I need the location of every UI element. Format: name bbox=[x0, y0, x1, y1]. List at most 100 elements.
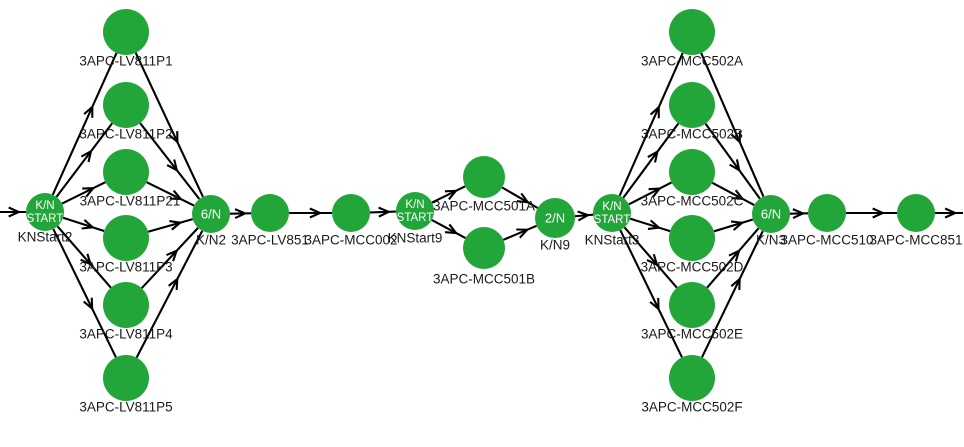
edge-knstart3-to-mcc502a-arrow-icon bbox=[649, 104, 660, 119]
edge-lv811p5-to-kn2 bbox=[135, 230, 204, 359]
node-kn9-circle[interactable] bbox=[535, 198, 575, 238]
node-mcc502a-circle[interactable] bbox=[669, 9, 715, 55]
node-lv811p3-circle[interactable] bbox=[103, 215, 149, 261]
edge-lv811p1-to-kn2-arrow-icon bbox=[168, 131, 179, 145]
node-mcc502b[interactable] bbox=[669, 82, 715, 128]
node-lv851-circle[interactable] bbox=[251, 194, 289, 232]
node-mcc851[interactable] bbox=[897, 194, 935, 232]
node-mcc502b-label: 3APC-MCC502B bbox=[641, 127, 743, 142]
node-kn2[interactable]: 6/N bbox=[192, 195, 230, 233]
edge-lv811p1-to-kn2-line bbox=[134, 52, 204, 198]
node-mcc502d[interactable] bbox=[669, 215, 715, 261]
node-mcc510-circle[interactable] bbox=[808, 194, 846, 232]
node-mcc002-circle[interactable] bbox=[332, 194, 370, 232]
edge-knstart3-to-mcc502b-line bbox=[622, 122, 680, 199]
node-lv811p4[interactable] bbox=[103, 282, 149, 328]
node-lv811p5-label: 3APC-LV811P5 bbox=[79, 400, 172, 415]
node-kn9[interactable]: 2/N bbox=[535, 198, 575, 238]
node-kn3[interactable]: 6/N bbox=[752, 195, 790, 233]
node-mcc510[interactable] bbox=[808, 194, 846, 232]
edge-kn3-to-mcc510-arrow-icon bbox=[792, 208, 806, 220]
node-mcc501b-circle[interactable] bbox=[463, 227, 505, 269]
node-lv811p21[interactable] bbox=[103, 149, 149, 195]
node-mcc502c[interactable] bbox=[669, 149, 715, 195]
edge-knstart3-to-mcc502b-arrow-icon bbox=[647, 149, 659, 163]
node-mcc002[interactable] bbox=[332, 194, 370, 232]
edge-mcc002-to-knstart9 bbox=[369, 206, 397, 218]
edge-knstart2-to-lv811p1 bbox=[51, 52, 118, 196]
node-mcc501a[interactable] bbox=[463, 156, 505, 198]
node-mcc502f-circle[interactable] bbox=[669, 355, 715, 401]
node-knstart2-circle[interactable] bbox=[26, 193, 64, 231]
node-mcc502d-circle[interactable] bbox=[669, 215, 715, 261]
node-mcc502b-circle[interactable] bbox=[669, 82, 715, 128]
node-mcc851-circle[interactable] bbox=[897, 194, 935, 232]
edge-knstart3-to-mcc502a-line bbox=[618, 52, 684, 197]
node-kn3-circle[interactable] bbox=[752, 195, 790, 233]
node-knstart9-circle[interactable] bbox=[396, 192, 434, 230]
edge-__left_edge__-to-knstart2-arrow-icon bbox=[8, 206, 22, 218]
node-mcc502c-circle[interactable] bbox=[669, 149, 715, 195]
node-kn2-circle[interactable] bbox=[192, 195, 230, 233]
edge-mcc501a-to-kn9 bbox=[501, 186, 539, 209]
node-mcc502a[interactable] bbox=[669, 9, 715, 55]
node-knstart3-circle[interactable] bbox=[593, 194, 631, 232]
edge-knstart3-to-mcc502e-line bbox=[623, 226, 678, 289]
edge-mcc502b-to-kn3-line bbox=[704, 123, 761, 200]
edge-knstart2-to-lv811p21 bbox=[61, 181, 106, 205]
edge-knstart3-to-mcc502f bbox=[619, 229, 683, 358]
node-lv811p21-circle[interactable] bbox=[103, 149, 149, 195]
edge-lv811p4-to-kn2-line bbox=[140, 227, 199, 289]
node-lv811p1-circle[interactable] bbox=[103, 9, 149, 55]
edge-kn2-to-lv851 bbox=[229, 208, 252, 220]
edge-knstart2-to-lv811p2-arrow-icon bbox=[80, 149, 93, 163]
node-lv811p2[interactable] bbox=[103, 82, 149, 128]
node-lv811p5-circle[interactable] bbox=[103, 355, 149, 401]
node-lv811p2-label: 3APC-LV811P2 bbox=[79, 127, 172, 142]
node-mcc502e-label: 3APC-MCC502E bbox=[641, 327, 743, 342]
node-mcc502d-label: 3APC-MCC502D bbox=[641, 260, 744, 275]
edge-knstart3-to-mcc502e-arrow-icon bbox=[646, 253, 659, 267]
edge-lv811p4-to-kn2-arrow-icon bbox=[166, 248, 179, 262]
edge-lv811p1-to-kn2 bbox=[134, 52, 204, 198]
node-lv811p2-circle[interactable] bbox=[103, 82, 149, 128]
edge-knstart2-to-lv811p5-line bbox=[52, 228, 117, 358]
edge-lv811p21-to-kn2-line bbox=[146, 181, 195, 207]
node-mcc501a-circle[interactable] bbox=[463, 156, 505, 198]
edge-lv851-to-mcc002-arrow-icon bbox=[309, 207, 323, 219]
labels-layer: KNStart23APC-LV811P13APC-LV811P23APC-LV8… bbox=[18, 54, 963, 415]
edges-layer bbox=[0, 52, 963, 359]
node-mcc502c-label: 3APC-MCC502C bbox=[641, 194, 744, 209]
node-mcc501b[interactable] bbox=[463, 227, 505, 269]
edge-lv811p5-to-kn2-arrow-icon bbox=[168, 276, 179, 291]
edge-knstart2-to-lv811p5 bbox=[52, 228, 117, 358]
node-mcc502e[interactable] bbox=[669, 282, 715, 328]
node-mcc502e-circle[interactable] bbox=[669, 282, 715, 328]
node-lv811p4-circle[interactable] bbox=[103, 282, 149, 328]
edge-mcc502b-to-kn3-arrow-icon bbox=[729, 159, 741, 173]
edge-lv851-to-mcc002 bbox=[289, 207, 332, 219]
edge-mcc510-to-mcc851 bbox=[846, 207, 897, 219]
node-lv811p3[interactable] bbox=[103, 215, 149, 261]
edge-lv811p5-to-kn2-line bbox=[135, 230, 204, 359]
node-mcc510-label: 3APC-MCC510 bbox=[780, 233, 873, 248]
edge-knstart3-to-mcc502c-line bbox=[628, 181, 673, 206]
node-lv811p5[interactable] bbox=[103, 355, 149, 401]
edge-knstart9-to-mcc501b bbox=[431, 219, 466, 240]
edge-knstart2-to-lv811p1-arrow-icon bbox=[83, 104, 94, 118]
edge-lv811p2-to-kn2-arrow-icon bbox=[166, 159, 179, 173]
edge-mcc502b-to-kn3 bbox=[704, 123, 761, 200]
node-lv851[interactable] bbox=[251, 194, 289, 232]
edge-knstart9-to-mcc501a-line bbox=[431, 185, 466, 204]
node-lv811p1[interactable] bbox=[103, 9, 149, 55]
node-lv811p1-label: 3APC-LV811P1 bbox=[79, 54, 172, 69]
node-mcc501a-label: 3APC-MCC501A bbox=[433, 199, 535, 214]
node-mcc851-label: 3APC-MCC851 bbox=[869, 233, 962, 248]
edge-knstart3-to-mcc502a bbox=[618, 52, 684, 197]
edge-kn2-to-lv851-arrow-icon bbox=[234, 208, 248, 220]
node-mcc502f[interactable] bbox=[669, 355, 715, 401]
